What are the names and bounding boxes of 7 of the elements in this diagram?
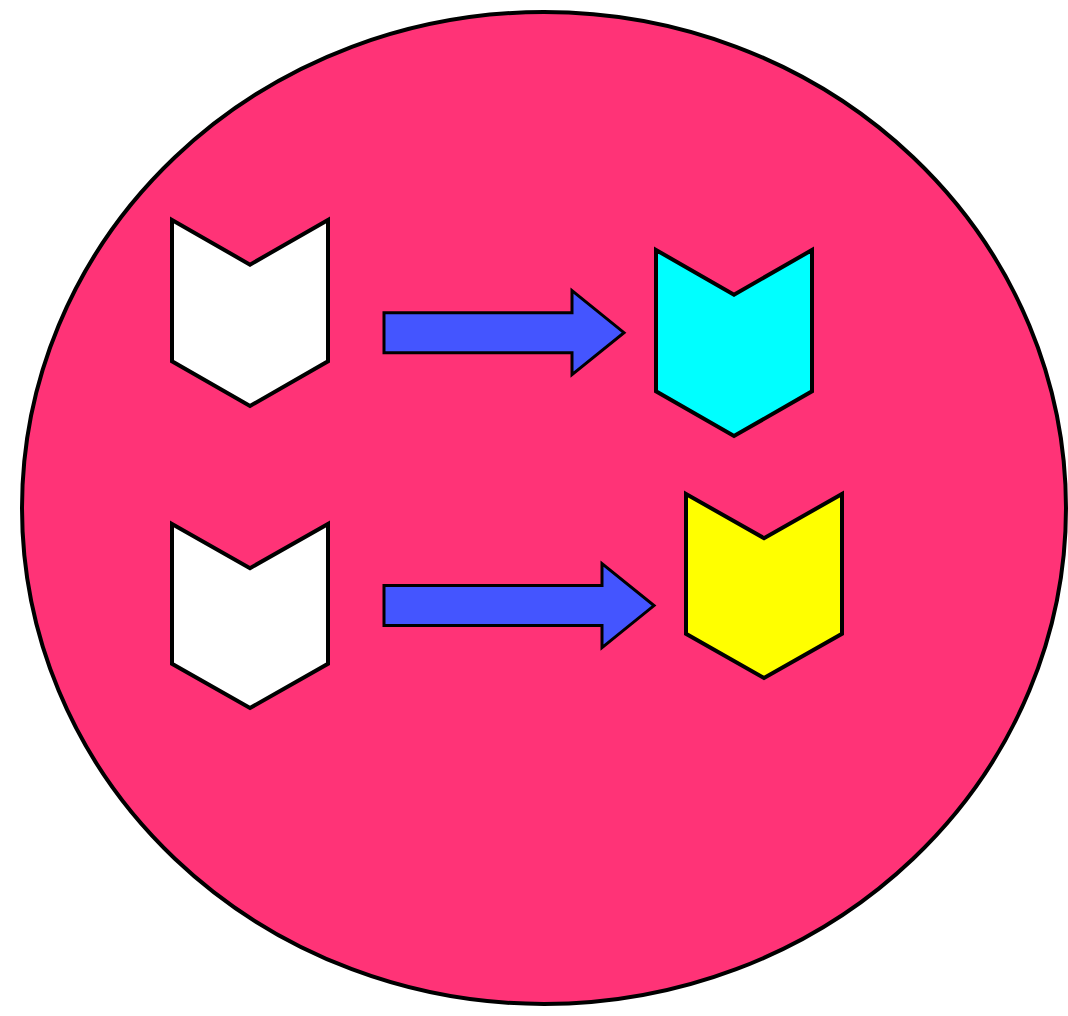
circle-background: [20, 10, 1068, 1006]
chevron-shape: [656, 250, 812, 436]
chevron-shape: [172, 524, 328, 708]
chevron-shape: [172, 220, 328, 406]
block-arrow: [382, 560, 657, 651]
block-arrow: [382, 287, 627, 378]
chevron-shape: [686, 494, 842, 678]
